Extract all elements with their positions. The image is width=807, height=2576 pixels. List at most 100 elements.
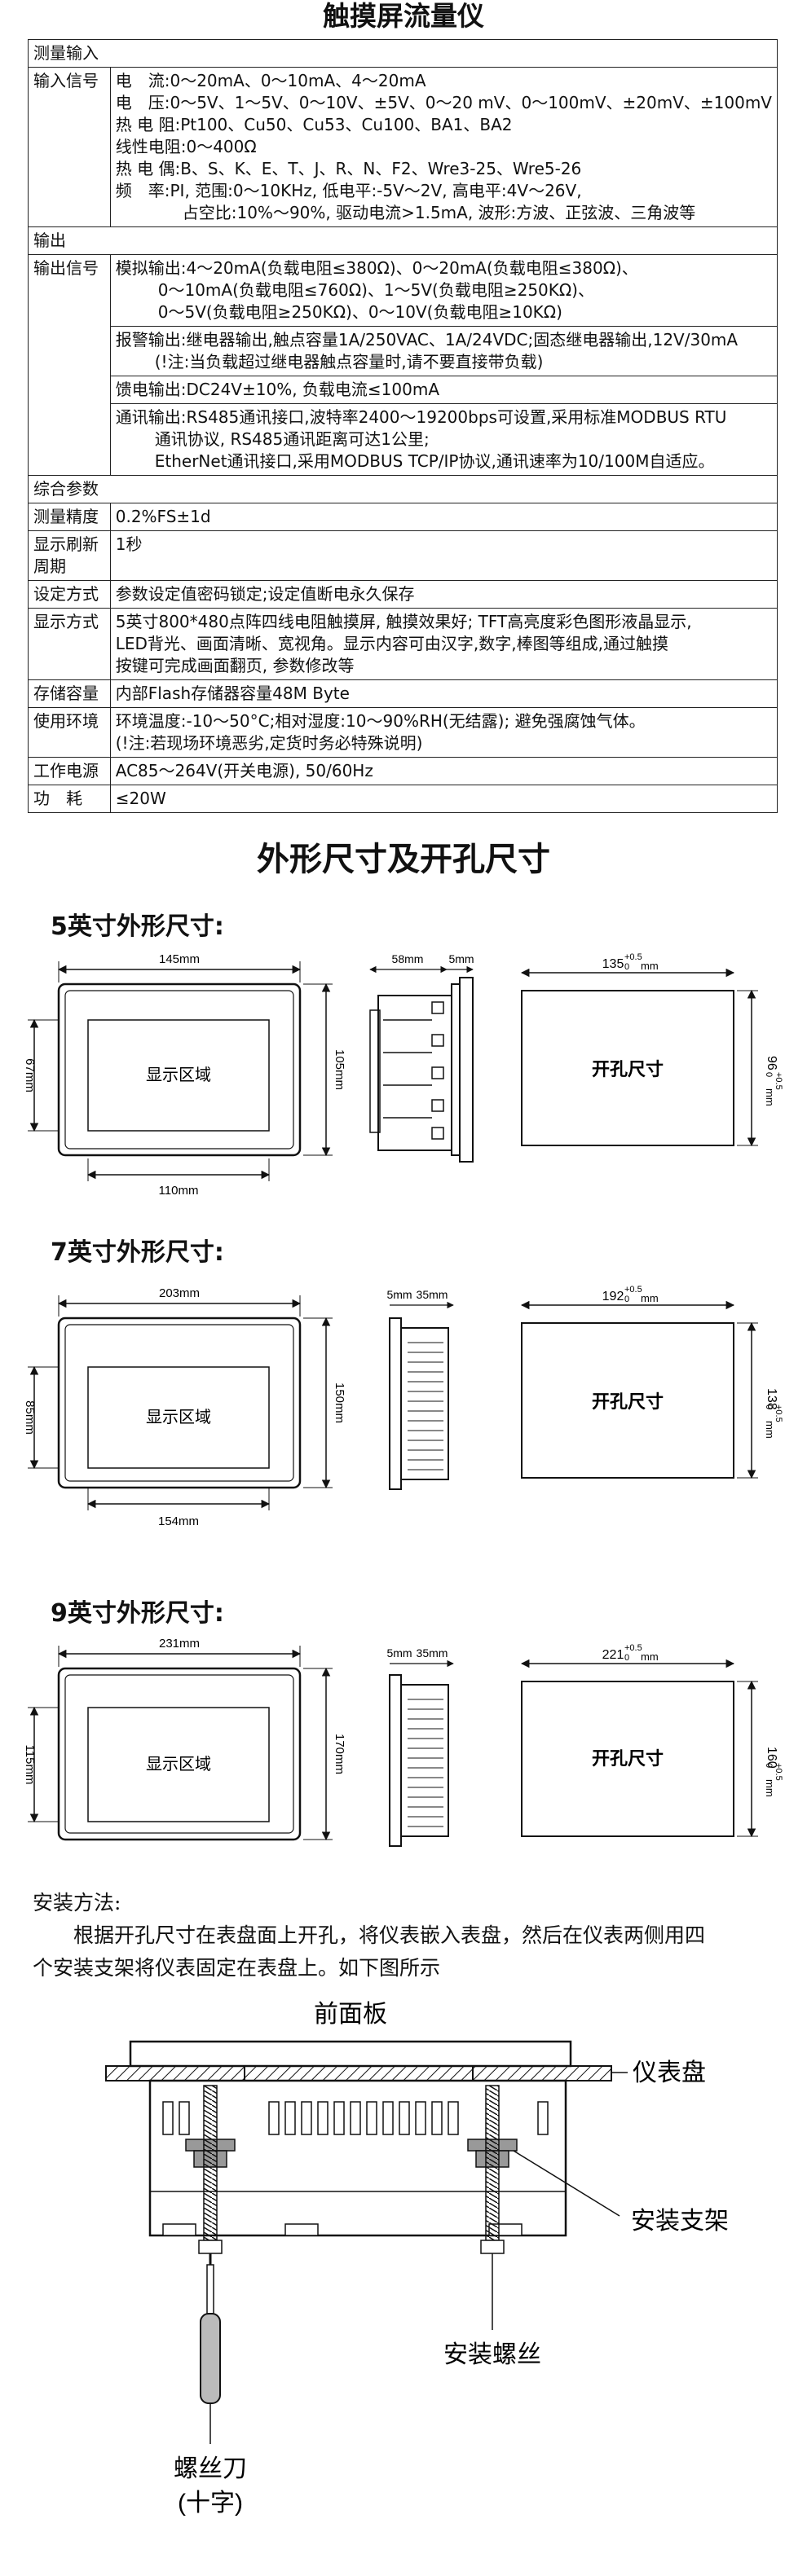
bezel-label: 5mm [386,1646,412,1659]
screwdriver-icon [200,2253,221,2444]
tol-unit: mm [764,1088,776,1106]
display-area-label: 显示区域 [146,1066,211,1084]
bezel-label: 5mm [386,1288,412,1301]
panel-board-left [105,2065,245,2081]
install-diagram: 前面板 仪表盘 安装支架 [105,2001,729,2517]
inner-height-label: 67mm [23,1058,37,1092]
feed-line: 馈电输出:DC24V±10%, 负载电流≤100mA [115,380,440,399]
comm-output: 通讯输出:RS485通讯接口,波特率2400～19200bps可设置,采用标准M… [111,404,777,475]
input-current: 电 流:0～20mA、0～10mA、4～20mA [115,71,426,90]
install-text-1: 根据开孔尺寸在表盘面上开孔，将仪表嵌入表盘，然后在仪表两侧用四 [73,1923,706,1947]
value-display: 5英寸800*480点阵四线电阻触摸屏, 触摸效果好; TFT高亮度彩色图形液晶… [109,608,778,680]
cutout-label: 开孔尺寸 [592,1748,664,1769]
tol-unit: mm [641,960,659,972]
comm-line: 通讯输出:RS485通讯接口,波特率2400～19200bps可设置,采用标准M… [115,407,727,427]
section-input: 测量输入 [28,39,778,68]
value-accuracy: 0.2%FS±1d [109,503,778,531]
diagram-5in: 145mm 显示区域 67mm 110mm 105mm 58mm 5mm [23,952,783,1198]
label-refresh: 显示刷新周期 [28,530,111,581]
tol-zero: 0 [624,1295,629,1304]
inner-height-label: 85mm [23,1400,37,1435]
cutout-9in: 221 +0.5 0 mm 开孔尺寸 160 +0.5 0 mm [520,1643,783,1838]
panel-board-right [472,2065,612,2081]
diagram-7in: 203mm 显示区域 85mm 154mm 150mm 5mm 35mm 192 [23,1285,783,1528]
screwdriver-label: 螺丝刀 [174,2455,247,2482]
tol-zero: 0 [624,1653,629,1663]
cut-width-label: 221 [602,1648,624,1662]
cutout-label: 开孔尺寸 [592,1059,664,1079]
input-voltage: 电 压:0～5V、1～5V、0～10V、±5V、0～20 mV、0～100mV、… [115,93,772,112]
side-view-9in: 5mm 35mm [386,1646,454,1847]
cut-height-label: 160 [765,1747,778,1769]
front-panel [129,2040,572,2068]
value-consumption: ≤20W [109,785,778,813]
label-input-signal: 输入信号 [28,67,111,227]
screwdriver-type-label: (十字) [178,2490,243,2517]
bracket-left [185,2085,236,2254]
tol-plus: +0.5 [774,1404,783,1422]
bezel-label: 5mm [448,952,474,965]
screw-right [485,2085,500,2241]
height-label: 150mm [333,1383,346,1423]
cut-width-label: 192 [602,1290,624,1303]
value-storage: 内部Flash存储器容量48M Byte [109,679,778,708]
tol-unit: mm [764,1779,776,1797]
diagram-9in: 231mm 显示区域 115mm 170mm 5mm 35mm 221 +0.5… [23,1637,783,1847]
height-label: 170mm [333,1734,346,1774]
panel-board-mid [244,2065,474,2081]
input-frequency: 频 率:PI, 范围:0～10KHz, 低电平:-5V～2V, 高电平:4V～2… [115,181,582,200]
alarm-note: (!注:当负载超过继电器触点容量时,请不要直接带负载) [154,352,544,371]
side-view-7in: 5mm 35mm [386,1288,454,1490]
screw-left [203,2085,218,2241]
depth-label: 35mm [417,1646,448,1659]
analog-line: 0～10mA(负载电阻≤760Ω)、1～5V(负载电阻≥250KΩ)、 [157,280,594,300]
install-text-2: 个安装支架将仪表固定在表盘上。如下图所示 [33,1956,441,1980]
depth-label: 35mm [417,1288,448,1301]
depth-label: 58mm [392,952,424,965]
bracket-right [467,2085,518,2254]
spec-table: 测量输入 输入信号 电 流:0～20mA、0～10mA、4～20mA 电 压:0… [28,39,778,813]
width-label: 203mm [159,1286,200,1300]
display-line: 按键可完成画面翻页, 参数修改等 [115,656,355,675]
tol-unit: mm [641,1292,659,1304]
front-view-7in: 203mm 显示区域 85mm 154mm 150mm [23,1286,346,1528]
install-heading: 安装方法: [33,1891,121,1914]
display-area-label: 显示区域 [146,1755,211,1774]
tol-unit: mm [641,1651,659,1663]
width-label: 231mm [159,1637,200,1651]
label-output-signal: 输出信号 [28,254,111,476]
cut-height-label: 138 [765,1388,778,1410]
feed-output: 馈电输出:DC24V±10%, 负载电流≤100mA [110,376,777,404]
cutout-label: 开孔尺寸 [592,1391,664,1412]
analog-line: 模拟输出:4～20mA(负载电阻≤380Ω)、0～20mA(负载电阻≤380Ω)… [115,258,638,278]
value-refresh: 1秒 [109,530,778,581]
cutout-5in: 135 +0.5 0 mm 开孔尺寸 96 +0.5 0 mm [520,952,783,1147]
side-view-5in: 58mm 5mm [369,952,474,1163]
comm-line: EtherNet通讯接口,采用MODBUS TCP/IP协议,通讯速率为10/1… [154,451,715,471]
dim-label-5in: 5英寸外形尺寸: [51,912,224,941]
page-title: 触摸屏流量仪 [323,0,484,32]
tol-plus: +0.5 [774,1763,783,1781]
input-duty-cycle: 占空比:10%～90%, 驱动电流>1.5mA, 波形:方波、正弦波、三角波等 [182,203,696,222]
inner-height-label: 115mm [23,1745,37,1785]
display-area-label: 显示区域 [146,1408,211,1426]
input-rtd: 热 电 阻:Pt100、Cu50、Cu53、Cu100、BA1、BA2 [115,115,513,134]
section-output: 输出 [28,226,778,255]
label-accuracy: 测量精度 [28,503,111,531]
section-comprehensive: 综合参数 [28,475,778,503]
front-view-5in: 145mm 显示区域 67mm 110mm 105mm [23,952,346,1198]
label-setting: 设定方式 [28,580,111,609]
label-consumption: 功 耗 [28,785,111,813]
tol-plus: +0.5 [624,1643,642,1653]
display-line: LED背光、画面清晰、宽视角。显示内容可由汉字,数字,棒图等组成,通过触摸 [115,634,669,653]
input-linear-resistance: 线性电阻:0～400Ω [115,137,257,156]
tol-zero: 0 [764,1072,774,1077]
input-signal-values: 电 流:0～20mA、0～10mA、4～20mA 电 压:0～5V、1～5V、0… [109,67,778,227]
cutout-7in: 192 +0.5 0 mm 开孔尺寸 138 +0.5 0 mm [520,1285,783,1479]
screw-label: 安装螺丝 [443,2341,541,2368]
tol-plus: +0.5 [774,1072,783,1090]
panel-label: 仪表盘 [633,2059,706,2086]
env-note: (!注:若现场环境恶劣,定货时务必特殊说明) [115,733,423,753]
tol-plus: +0.5 [624,952,642,962]
label-power: 工作电源 [28,757,111,785]
